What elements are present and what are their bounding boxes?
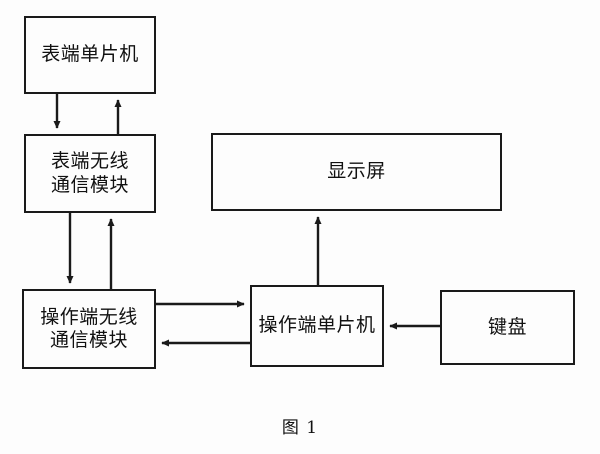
node-meter-wireless[interactable]: 表端无线 通信模块 bbox=[24, 134, 156, 213]
node-keyboard[interactable]: 键盘 bbox=[440, 290, 575, 365]
node-display-label: 显示屏 bbox=[327, 160, 386, 183]
node-meter-wireless-label: 表端无线 通信模块 bbox=[50, 150, 129, 196]
node-op-mcu[interactable]: 操作端单片机 bbox=[250, 285, 384, 367]
node-meter-mcu-label: 表端单片机 bbox=[41, 43, 139, 66]
figure-caption: 图 1 bbox=[281, 418, 319, 438]
node-display[interactable]: 显示屏 bbox=[211, 133, 502, 211]
node-op-wireless-label: 操作端无线 通信模块 bbox=[40, 305, 138, 351]
node-meter-mcu[interactable]: 表端单片机 bbox=[24, 16, 156, 94]
node-keyboard-label: 键盘 bbox=[487, 315, 527, 338]
node-op-wireless[interactable]: 操作端无线 通信模块 bbox=[22, 289, 156, 369]
node-op-mcu-label: 操作端单片机 bbox=[258, 314, 376, 337]
